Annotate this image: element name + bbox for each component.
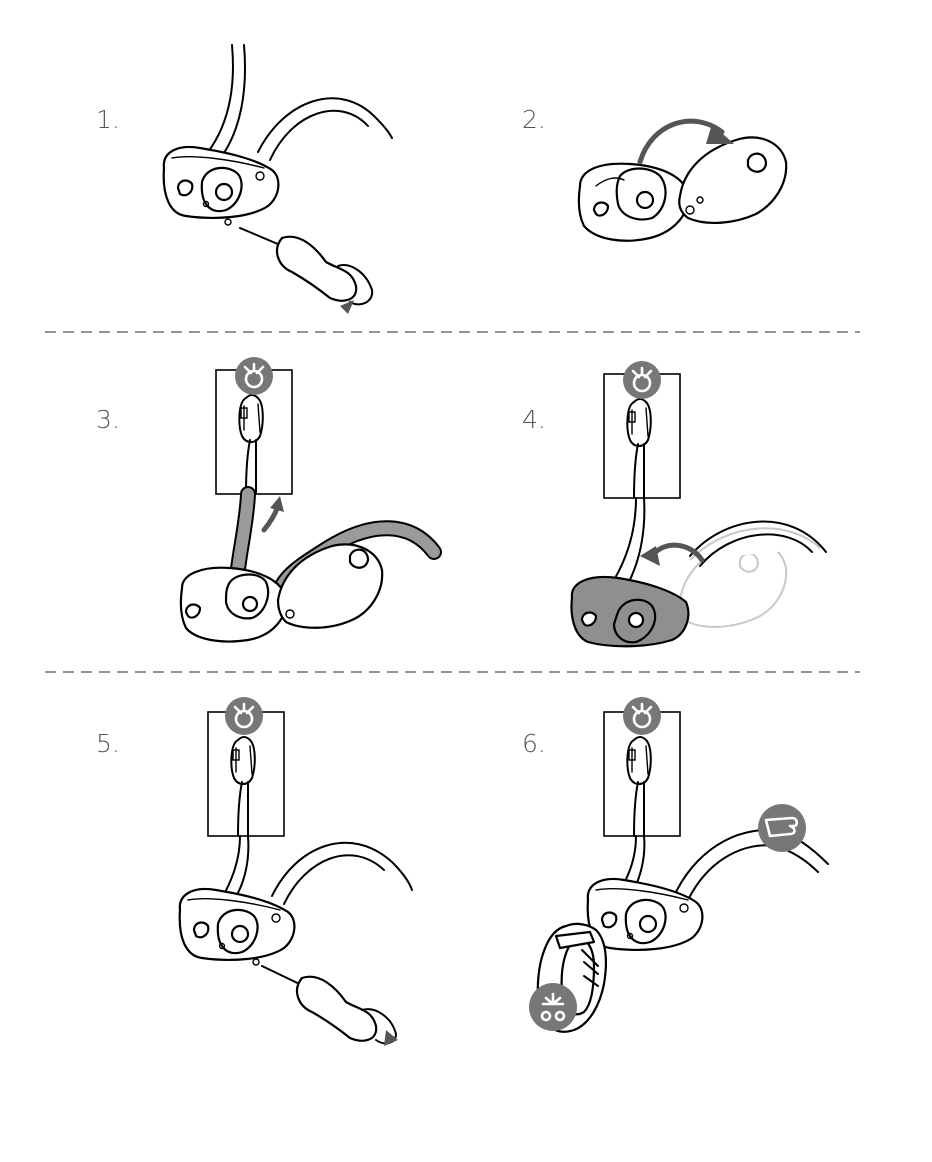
step-3-label: 3. (96, 405, 120, 434)
screwdriver-icon-2 (252, 958, 398, 1046)
step-4-label: 4. (522, 405, 546, 434)
screwdriver-icon (224, 218, 374, 314)
hand-grip-badge-icon (758, 804, 806, 852)
step-2-label: 2. (522, 105, 546, 134)
step-6-label: 6. (522, 729, 546, 758)
step-3-illustration (179, 355, 442, 643)
anchor-badge-icon (233, 355, 275, 397)
step-1-illustration (162, 44, 393, 314)
step-5-illustration (178, 695, 413, 1046)
step-2-illustration (577, 118, 788, 242)
step-1-label: 1. (96, 105, 120, 134)
step-4-illustration (570, 359, 827, 648)
step-6-illustration (529, 695, 829, 1033)
harness-badge-icon (529, 983, 577, 1031)
open-arrow-icon (637, 118, 734, 165)
close-arrow-icon (640, 542, 705, 566)
step-5-label: 5. (96, 729, 120, 758)
